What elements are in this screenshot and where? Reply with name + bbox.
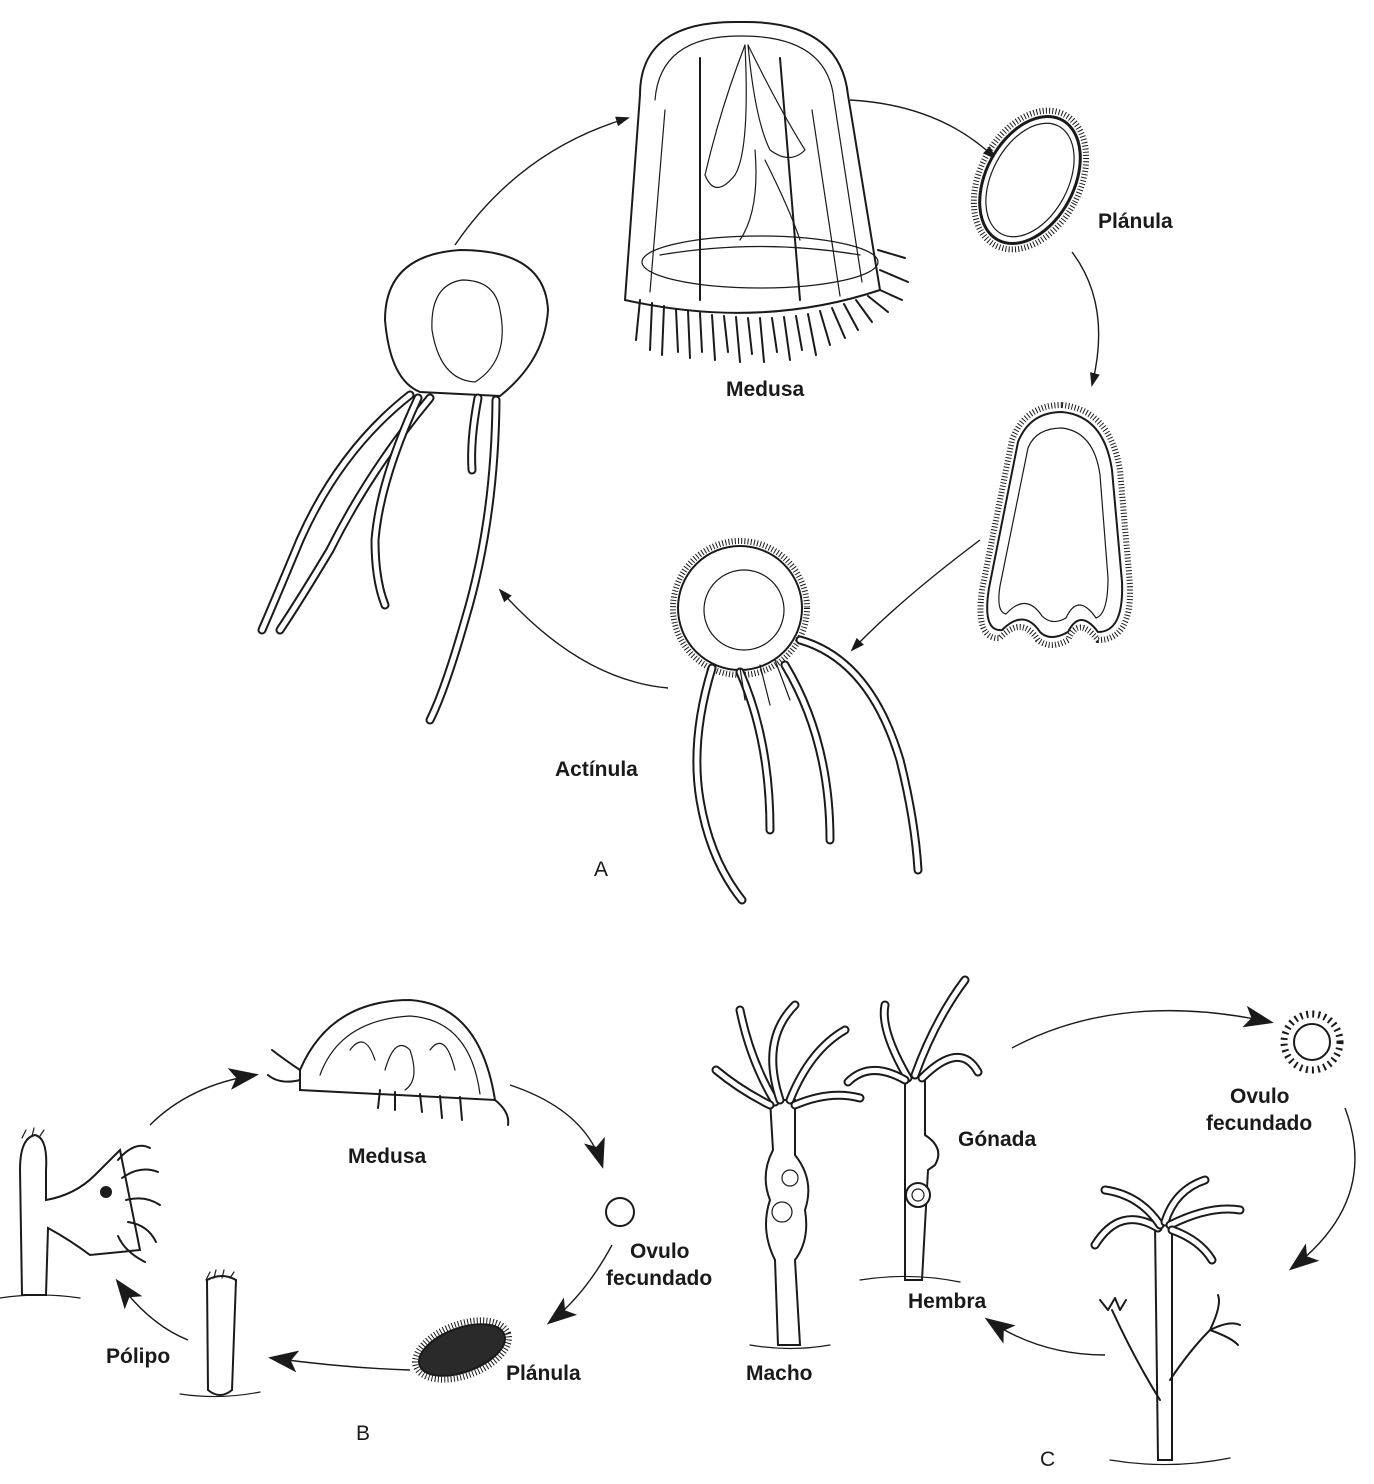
label-c-ovulo-line1: Ovulo (1230, 1085, 1290, 1109)
label-b-ovulo-line2: fecundado (606, 1267, 712, 1291)
panel-b (0, 1000, 634, 1397)
label-a-planula: Plánula (1098, 210, 1173, 234)
arrow-c-hydra-to-ovulo (1012, 1011, 1270, 1048)
label-c-macho: Macho (746, 1362, 813, 1386)
panel-letter-b: B (356, 1422, 370, 1446)
arrow-b-polyp-to-medusa (150, 1075, 255, 1125)
label-c-ovulo-line2: fecundado (1206, 1112, 1312, 1136)
panel-c (716, 980, 1355, 1465)
label-c-gonada: Gónada (958, 1128, 1036, 1152)
arrow-b-polyp-to-colony (118, 1282, 188, 1340)
arrow-larva-to-actinula (852, 540, 980, 650)
arrow-b-ovulo-to-planula (550, 1245, 612, 1322)
label-a-actinula: Actínula (555, 758, 638, 782)
polyp-b-illustration (180, 1270, 260, 1397)
label-b-medusa: Medusa (348, 1145, 426, 1169)
arrow-planula-to-larva (1072, 252, 1099, 385)
label-b-ovulo-line1: Ovulo (630, 1240, 690, 1264)
medusa-b-illustration (268, 1000, 508, 1125)
arrow-b-planula-to-polyp (272, 1358, 410, 1370)
panel-letter-c: C (1040, 1448, 1055, 1472)
arrow-b-medusa-to-ovulo (510, 1085, 602, 1165)
arrow-actinula-to-medusa (455, 118, 628, 245)
young-hydra-illustration (1095, 1180, 1240, 1465)
panel-a (262, 22, 1130, 900)
ovulo-b-illustration (606, 1198, 634, 1226)
larva-a-illustration (980, 405, 1130, 645)
actinula-illustration (673, 541, 918, 900)
macho-hydra-illustration (716, 1005, 860, 1349)
label-c-hembra: Hembra (908, 1290, 986, 1314)
arrow-to-young-medusa (500, 590, 668, 688)
label-a-medusa: Medusa (726, 378, 804, 402)
ovulo-c-illustration (1284, 1014, 1340, 1070)
colony-b-illustration (0, 1128, 160, 1298)
label-b-polipo: Pólipo (106, 1345, 170, 1369)
medusa-a-illustration (625, 22, 908, 362)
label-b-planula: Plánula (506, 1362, 581, 1386)
arrow-medusa-to-planula (850, 100, 995, 158)
young-medusa-a-illustration (262, 250, 548, 720)
arrow-c-young-to-hembra (988, 1320, 1105, 1355)
panel-letter-a: A (594, 858, 608, 882)
planula-b-illustration (407, 1309, 517, 1391)
planula-a-illustration (951, 91, 1109, 269)
